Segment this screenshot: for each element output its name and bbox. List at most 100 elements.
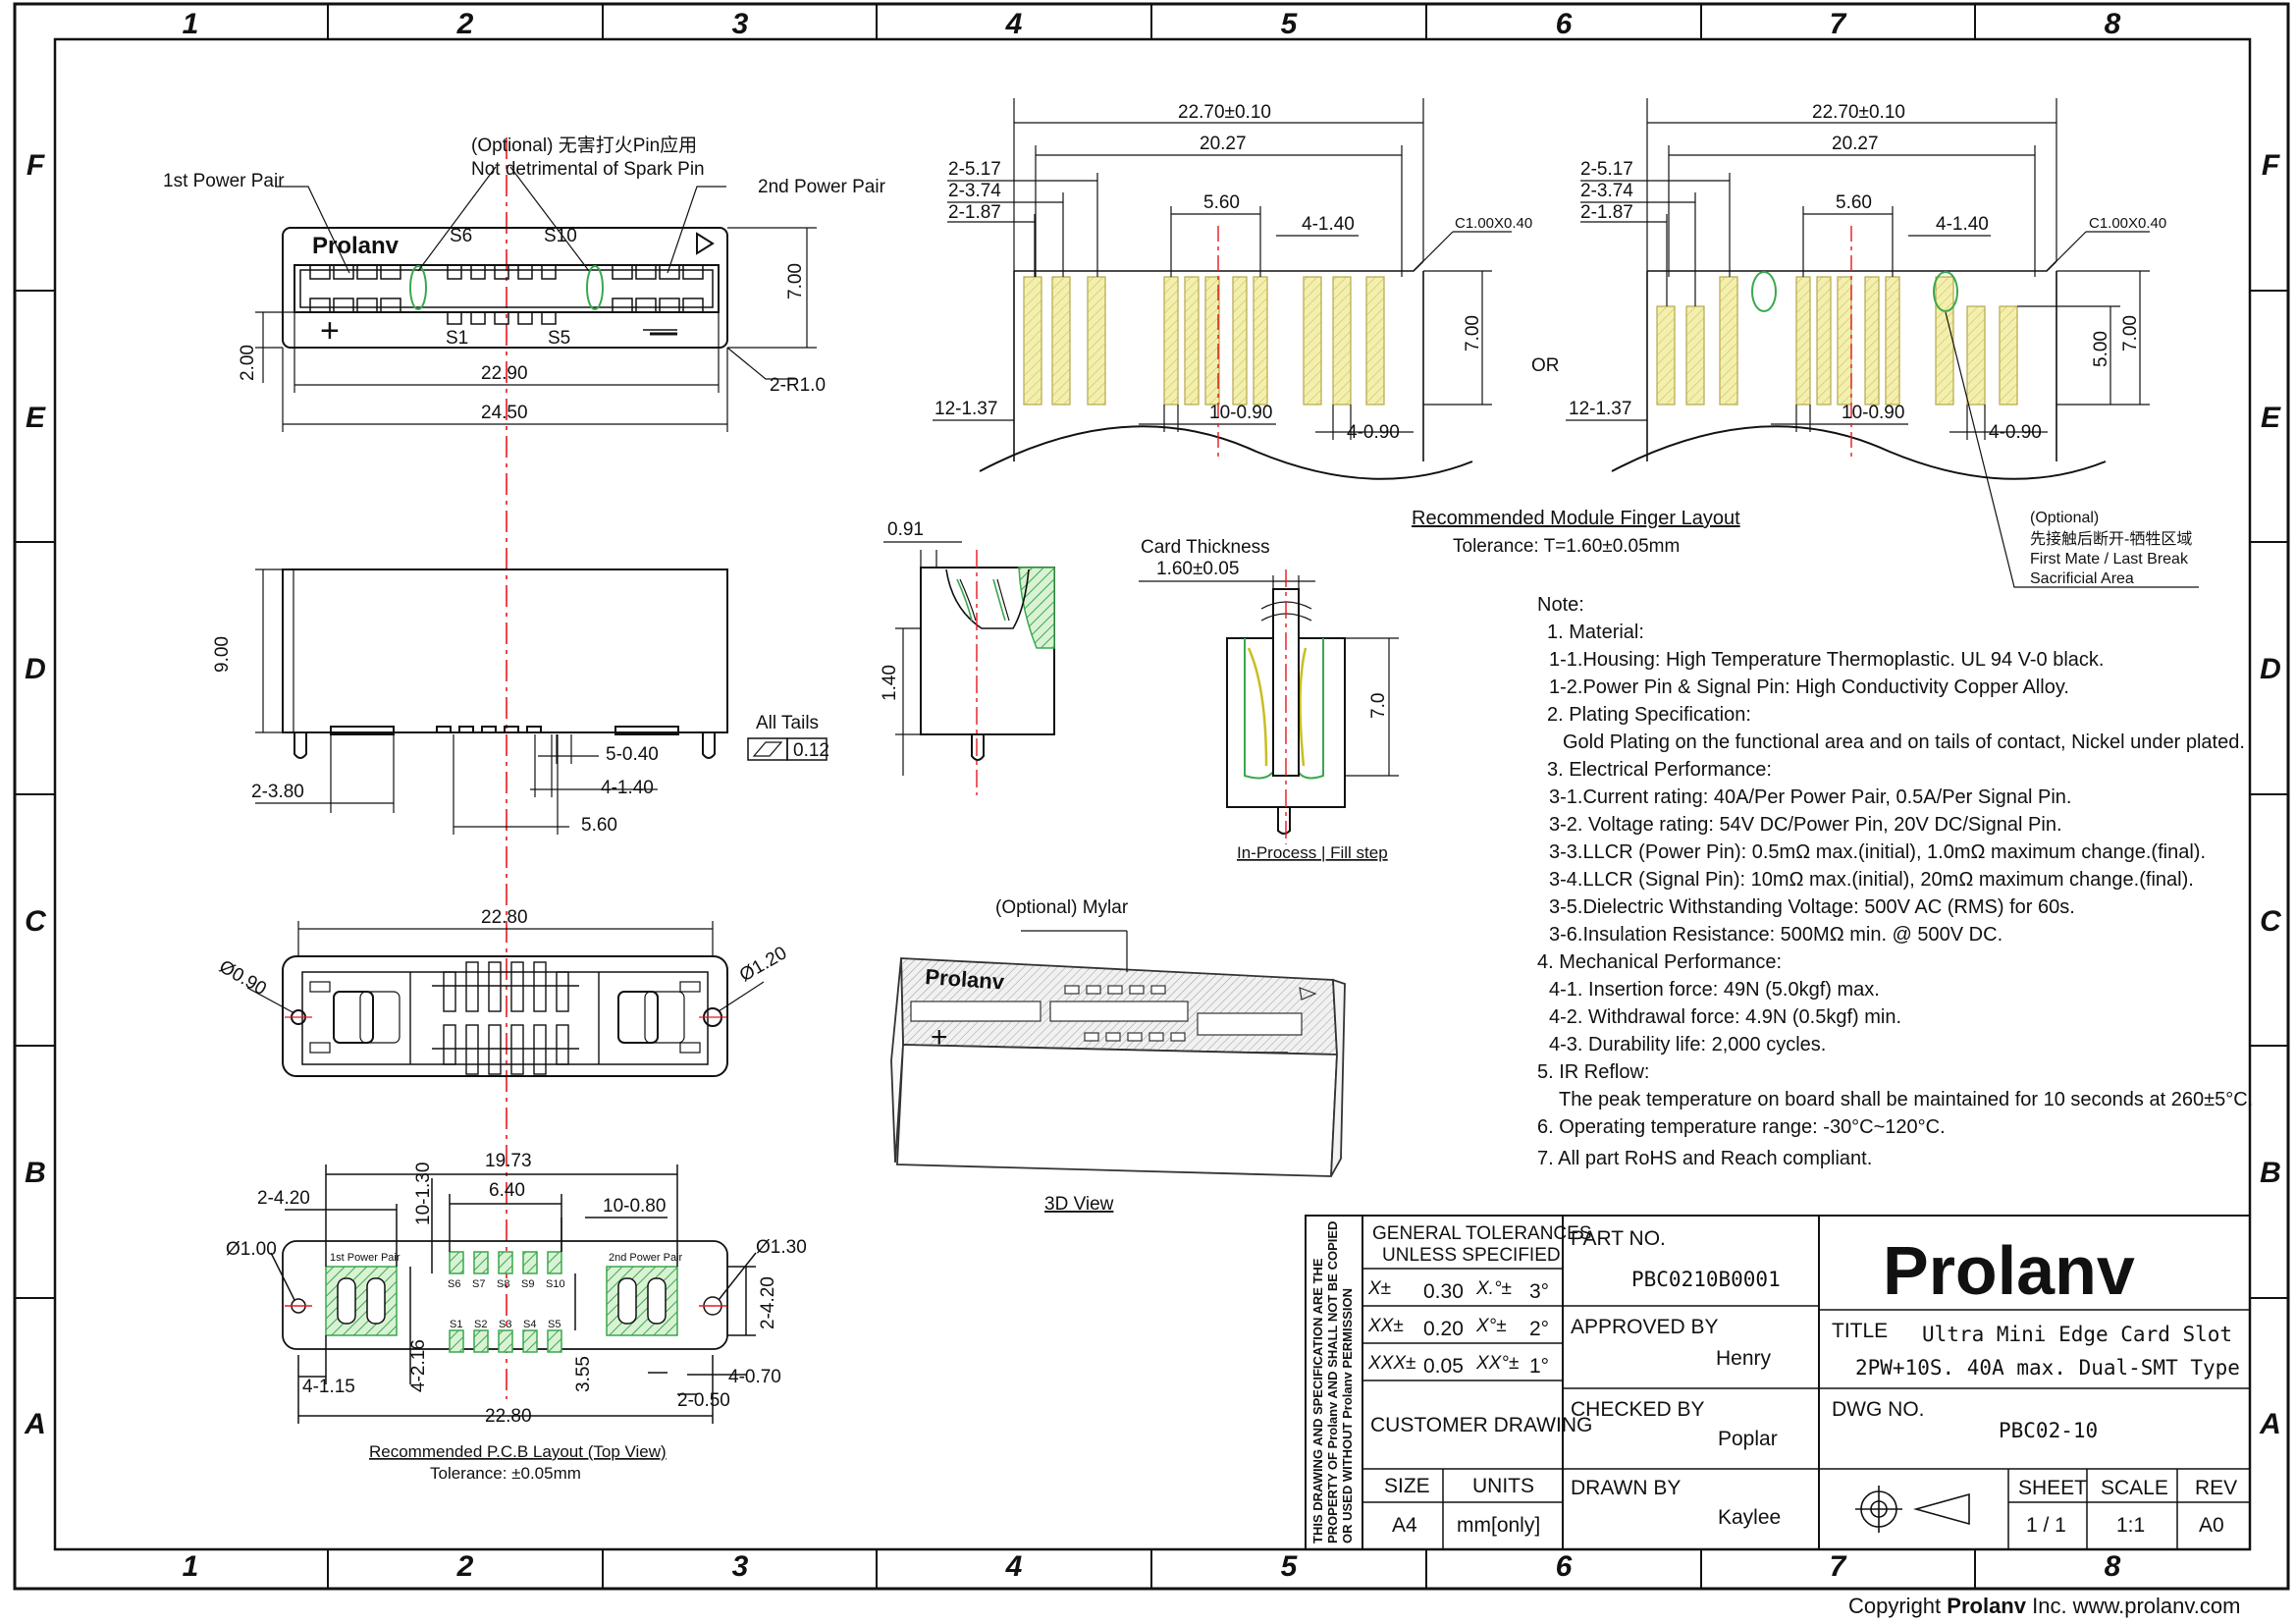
pcb-layout (270, 1164, 757, 1424)
zone-row-B-right: B (2260, 1157, 2281, 1189)
tb-xxx-val: 0.05 (1423, 1355, 1464, 1378)
label-s5: S5 (548, 328, 570, 349)
finger-r-dim-5-60: 5.60 (1836, 192, 1872, 213)
tb-xa-val: 3° (1529, 1280, 1549, 1303)
note-line: Gold Plating on the functional area and … (1563, 731, 2245, 753)
note-line: 3. Electrical Performance: (1547, 759, 1772, 781)
zone-ticks (15, 4, 2288, 1589)
tb-xxa-lbl: X°± (1475, 1316, 1507, 1336)
notes: Note: 1. Material: 1-1.Housing: High Tem… (1537, 594, 2253, 1169)
finger-opt-4: Sacrificial Area (2030, 570, 2134, 587)
tb-scale-val: 1:1 (2116, 1514, 2145, 1537)
power-pair-1-label: 1st Power Pair (163, 171, 285, 191)
tb-scale-lbl: SCALE (2101, 1477, 2168, 1499)
finger-opt-2: 先接触后断开-牺牲区域 (2030, 530, 2192, 548)
finger-r-dim-7-00: 7.00 (2120, 315, 2141, 352)
power-pair-2-label: 2nd Power Pair (758, 177, 886, 197)
note-line: 1-2.Power Pin & Signal Pin: High Conduct… (1549, 677, 2069, 698)
pcb-pin-s9: S9 (521, 1278, 534, 1290)
mylar-label: (Optional) Mylar (995, 897, 1129, 918)
zone-row-E: E (26, 402, 46, 434)
pcb-layout-text: 19.73 6.40 2-4.20 10-1.30 10-0.80 Ø1.00 … (226, 1151, 807, 1483)
top-brand: Prolanv (312, 233, 400, 259)
finger-opt-3: First Mate / Last Break (2030, 551, 2189, 568)
zone-row-F-right: F (2262, 149, 2280, 182)
zone-col-6-bottom: 6 (1556, 1550, 1573, 1583)
finger-r-dim-2-3-74: 2-3.74 (1580, 181, 1633, 201)
pcb-pin-s2: S2 (474, 1319, 487, 1330)
tb-part-no-val: PBC0210B0001 (1631, 1268, 1781, 1291)
zone-row-D-right: D (2260, 653, 2281, 685)
pcb-layout-tolerance: Tolerance: ±0.05mm (430, 1464, 581, 1483)
pcb-dim-22-80: 22.80 (485, 1406, 532, 1427)
zone-row-C-right: C (2260, 905, 2282, 938)
note-line: 3-1.Current rating: 40A/Per Power Pair, … (1549, 786, 2072, 808)
view-3d-caption: 3D View (1044, 1194, 1114, 1215)
note-line: 4-3. Durability life: 2,000 cycles. (1549, 1034, 1826, 1056)
zone-row-C: C (25, 905, 47, 938)
tb-logo: Prolanv (1883, 1232, 2135, 1309)
tb-size-lbl: SIZE (1384, 1475, 1430, 1497)
tb-xx-lbl: XX± (1367, 1316, 1404, 1336)
finger-dim-12-1-37: 12-1.37 (934, 399, 997, 419)
top-plus: + (320, 312, 340, 350)
tb-rev-val: A0 (2199, 1514, 2224, 1537)
finger-chamfer: C1.00X0.40 (1455, 215, 1532, 232)
dim-dia-1-20: Ø1.20 (736, 943, 790, 986)
finger-dim-4-1-40: 4-1.40 (1302, 214, 1355, 235)
zone-col-8: 8 (2105, 8, 2121, 40)
zone-row-A-right: A (2259, 1408, 2281, 1440)
zone-col-7-bottom: 7 (1830, 1550, 1847, 1583)
zone-col-8-bottom: 8 (2105, 1550, 2121, 1583)
note-line: 3-5.Dielectric Withstanding Voltage: 500… (1549, 896, 2075, 918)
tb-x-val: 0.30 (1423, 1280, 1464, 1303)
pcb-pad-pp2 (606, 1266, 678, 1336)
tb-title-1: Ultra Mini Edge Card Slot (1922, 1323, 2232, 1346)
top-view-text: Prolanv + S6 S10 S1 S5 (Optional) 无害打火Pi… (163, 135, 886, 423)
finger-opt-1: (Optional) (2030, 510, 2099, 526)
zone-row-A: A (24, 1408, 46, 1440)
zone-col-3-bottom: 3 (732, 1550, 749, 1583)
zone-col-1: 1 (183, 8, 199, 40)
note-line: 1-1.Housing: High Temperature Thermoplas… (1549, 649, 2104, 671)
zone-col-4-bottom: 4 (1005, 1550, 1023, 1583)
note-line: Note: (1537, 594, 1584, 616)
dim-22-80-bottom: 22.80 (481, 907, 528, 928)
finger-layout-left (933, 98, 1512, 480)
tb-drawn-lbl: DRAWN BY (1571, 1477, 1681, 1499)
pcb-dim-19-73: 19.73 (485, 1151, 532, 1171)
pcb-pad-pp1 (325, 1266, 398, 1336)
pcb-pin-s6: S6 (448, 1278, 460, 1290)
optional-spark-note: (Optional) 无害打火Pin应用 (471, 135, 697, 156)
tb-sheet-val: 1 / 1 (2026, 1514, 2066, 1537)
tb-drawn-val: Kaylee (1718, 1506, 1781, 1529)
finger-dim-10-0-90: 10-0.90 (1209, 403, 1272, 423)
zone-col-2: 2 (456, 8, 474, 40)
pcb-dim-6-40: 6.40 (489, 1180, 525, 1201)
zone-col-6: 6 (1556, 8, 1573, 40)
finger-r-dim-4-1-40: 4-1.40 (1936, 214, 1989, 235)
tb-xa-lbl: X.°± (1475, 1278, 1512, 1299)
card-thickness-value: 1.60±0.05 (1156, 559, 1239, 579)
zone-row-D: D (25, 653, 46, 685)
zone-row-E-right: E (2261, 402, 2281, 434)
front-view-text: 9.00 2-3.80 5-0.40 4-1.40 5.60 All Tails… (212, 636, 829, 836)
tb-units-val: mm[only] (1457, 1514, 1540, 1537)
dim-2-3-80: 2-3.80 (251, 782, 304, 802)
tb-dwg-lbl: DWG NO. (1832, 1398, 1925, 1421)
pcb-pin-s10: S10 (546, 1278, 565, 1290)
note-line: 4. Mechanical Performance: (1537, 951, 1782, 973)
finger-r-dim-20-27: 20.27 (1832, 134, 1879, 154)
note-line: 3-6.Insulation Resistance: 500MΩ min. @ … (1549, 924, 2002, 946)
dim-5-60: 5.60 (581, 815, 617, 836)
side-section (883, 541, 1055, 795)
front-view (255, 568, 828, 835)
finger-layout-right (1566, 98, 2199, 588)
tb-xxxa-lbl: XX°± (1475, 1353, 1519, 1374)
pcb-pin-s8: S8 (497, 1278, 509, 1290)
note-line: 3-4.LLCR (Signal Pin): 10mΩ max.(initial… (1549, 869, 2194, 891)
pcb-dim-dia-1-30: Ø1.30 (756, 1237, 807, 1258)
zone-col-3: 3 (732, 8, 749, 40)
coplanarity-value: 0.12 (793, 740, 829, 761)
